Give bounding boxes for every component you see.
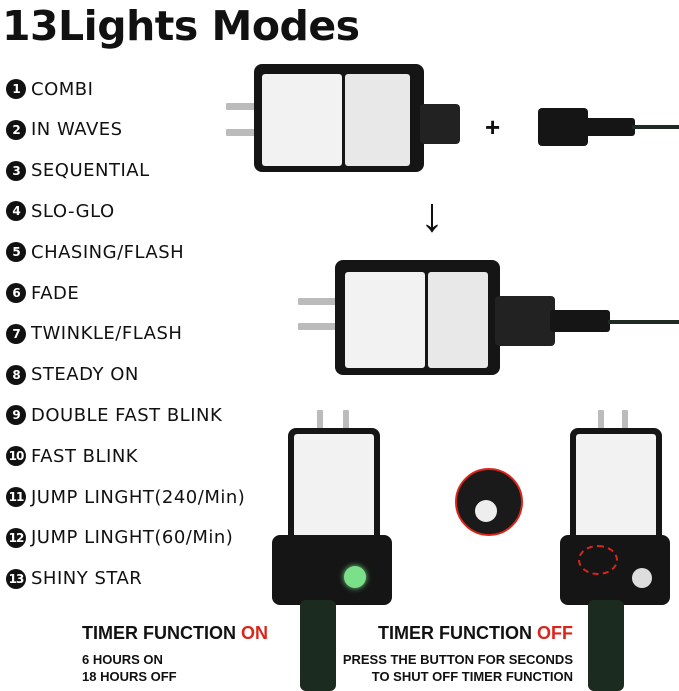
mode-label: FAST BLINK [31,445,139,467]
timer-button [632,568,652,588]
mode-label: FADE [31,282,80,304]
zoom-inset [455,468,523,536]
mode-number-badge: 6 [6,283,26,303]
mode-label: JUMP LINGHT(240/Min) [31,486,246,508]
mode-number-badge: 8 [6,364,26,385]
mode-label: TWINKLE/FLASH [31,323,183,345]
arrow-down-icon: ↓ [420,189,444,242]
mode-label: IN WAVES [31,119,123,141]
mode-number-badge: 4 [6,201,26,222]
mode-number-badge: 11 [6,487,26,507]
timer-led-on [344,566,366,588]
mode-number-badge: 5 [6,242,26,263]
timer-off-heading: TIMER FUNCTION OFF [378,623,573,644]
timer-off-line1: PRESS THE BUTTON FOR SECONDS [342,652,573,667]
mode-label: SHINY STAR [31,568,143,590]
mode-number-badge: 9 [6,405,26,426]
mode-label: COMBI [31,78,94,100]
mode-label: STEADY ON [31,364,139,386]
timer-on-state: ON [241,623,268,643]
timer-on-line2: 18 HOURS OFF [82,669,177,684]
mode-label: SLO-GLO [31,200,115,222]
timer-on-line1: 6 HOURS ON [82,652,163,667]
mode-number-badge: 10 [6,446,26,467]
mode-label: DOUBLE FAST BLINK [31,404,223,426]
mode-number-badge: 12 [6,527,26,548]
mode-number-badge: 2 [6,119,26,140]
timer-on-heading: TIMER FUNCTION ON [82,623,268,644]
mode-label: JUMP LINGHT(60/Min) [31,527,234,549]
mode-label: SEQUENTIAL [31,160,150,182]
timer-on-prefix: TIMER FUNCTION [82,623,241,643]
timer-off-prefix: TIMER FUNCTION [378,623,537,643]
plus-sign: + [485,112,501,142]
timer-off-state: OFF [537,623,573,643]
mode-number-badge: 7 [6,323,26,344]
mode-label: CHASING/FLASH [31,241,185,263]
mode-number-badge: 13 [6,568,26,589]
mode-number-badge: 3 [6,160,26,181]
timer-off-line2: TO SHUT OFF TIMER FUNCTION [371,669,573,684]
mode-number-badge: 1 [6,79,26,99]
highlight-circle [578,545,618,575]
page-title: 13Lights Modes [2,2,360,50]
